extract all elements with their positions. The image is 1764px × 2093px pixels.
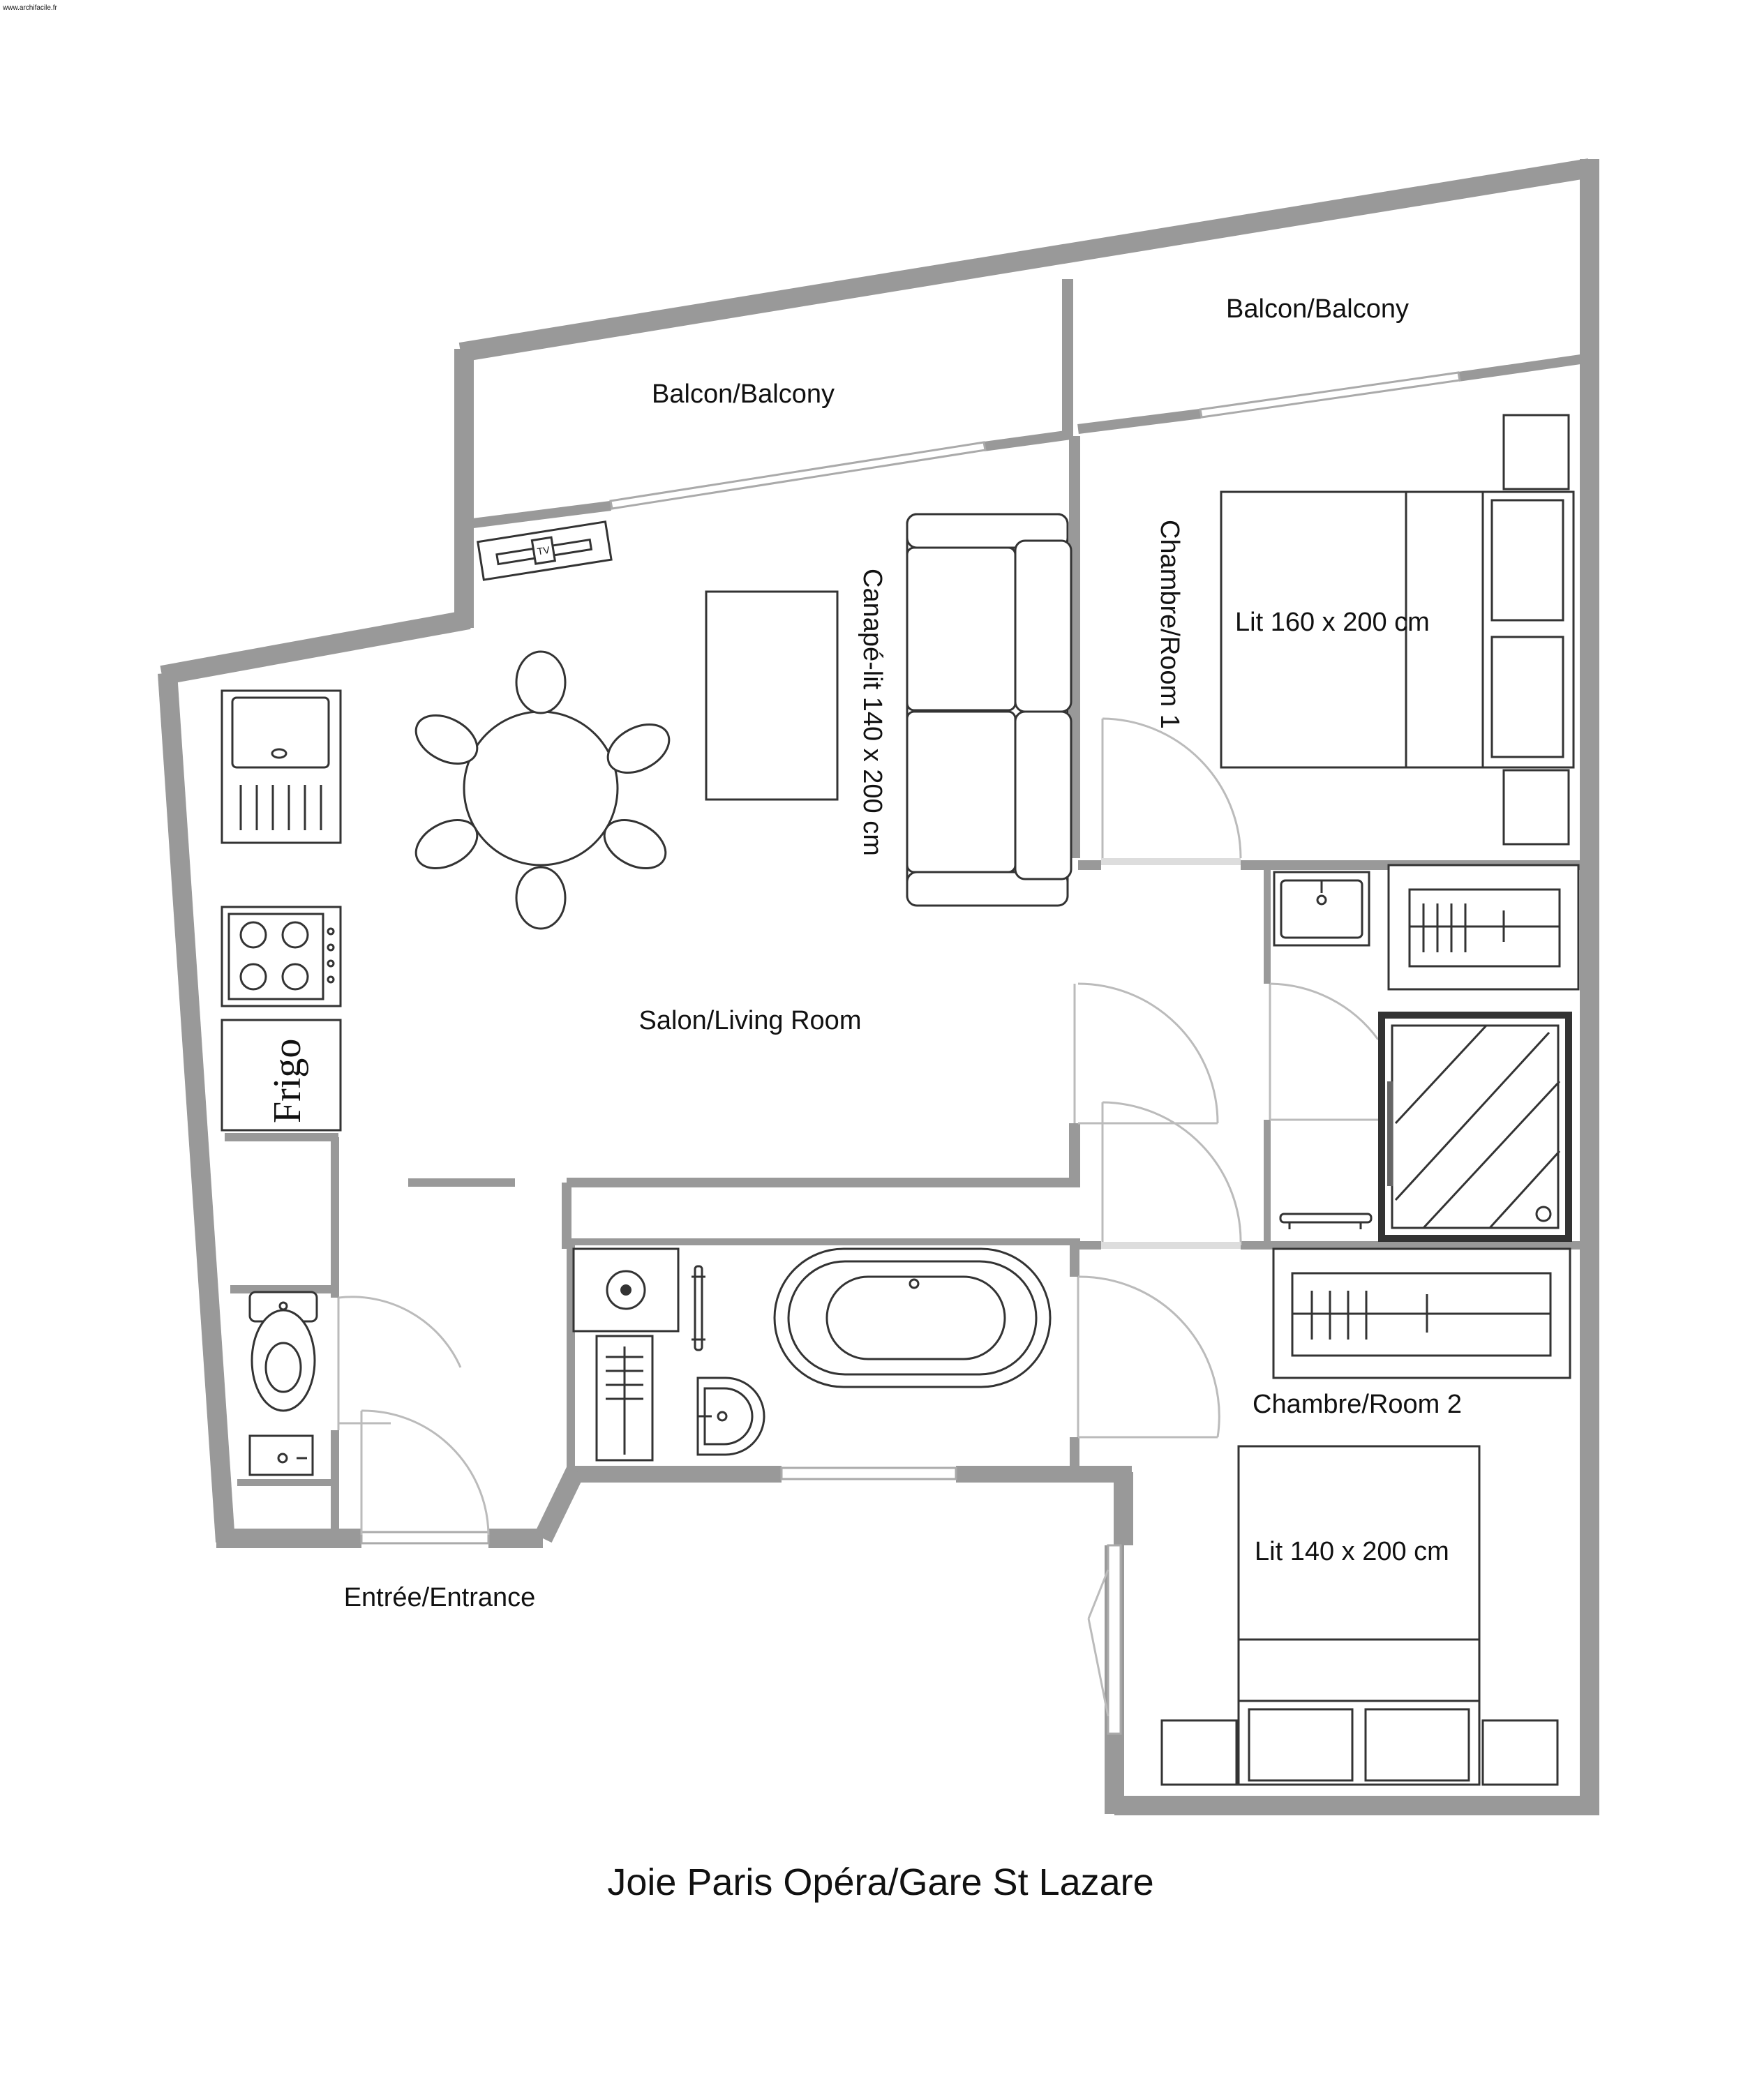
nightstand bbox=[1502, 769, 1570, 846]
entrance-door-frame bbox=[360, 1531, 490, 1545]
bed-1 bbox=[1220, 490, 1575, 769]
chair bbox=[603, 819, 667, 869]
sofa-bed-label: Canapé-lit 140 x 200 cm bbox=[858, 569, 887, 856]
bathtub bbox=[773, 1247, 1052, 1388]
chair bbox=[414, 819, 479, 869]
washing-machine bbox=[572, 1247, 680, 1333]
hand-basin bbox=[248, 1434, 314, 1476]
toilet bbox=[248, 1291, 318, 1412]
bath-shelf bbox=[595, 1335, 654, 1462]
bedroom2-label: Chambre/Room 2 bbox=[1253, 1390, 1462, 1419]
chair bbox=[414, 714, 479, 765]
nightstand bbox=[1160, 1719, 1238, 1786]
sink bbox=[231, 696, 330, 769]
bed1-label: Lit 160 x 200 cm bbox=[1235, 608, 1430, 637]
doors bbox=[337, 717, 1380, 1536]
bath-window bbox=[780, 1466, 957, 1480]
tv-unit: TV bbox=[477, 520, 613, 581]
shower-sink bbox=[1273, 871, 1370, 947]
plan-title: Joie Paris Opéra/Gare St Lazare bbox=[607, 1861, 1153, 1903]
wardrobe-1 bbox=[1387, 864, 1580, 991]
shower-towel-rail bbox=[1279, 1213, 1373, 1229]
living-room-label: Salon/Living Room bbox=[639, 1006, 862, 1035]
shower bbox=[1378, 1012, 1572, 1242]
balcony-right-label: Balcon/Balcony bbox=[1226, 294, 1409, 324]
chair bbox=[515, 866, 567, 930]
sofa-bed bbox=[906, 513, 1072, 907]
watermark: www.archifacile.fr bbox=[2, 4, 57, 12]
bed-2 bbox=[1237, 1445, 1481, 1786]
living-window bbox=[609, 441, 987, 510]
bedroom2-window bbox=[1107, 1544, 1122, 1735]
coffee-table bbox=[705, 590, 839, 801]
balcony-left-label: Balcon/Balcony bbox=[652, 380, 835, 409]
bedroom1-window bbox=[1199, 371, 1461, 419]
wardrobe-2 bbox=[1272, 1247, 1571, 1379]
bed2-label: Lit 140 x 200 cm bbox=[1255, 1537, 1449, 1566]
dining-table bbox=[463, 710, 619, 867]
outer-walls bbox=[158, 158, 1599, 1815]
bedroom1-label: Chambre/Room 1 bbox=[1155, 520, 1184, 729]
chair bbox=[515, 650, 567, 714]
dining-set bbox=[414, 650, 671, 930]
nightstand bbox=[1502, 414, 1570, 490]
kitchen-counter bbox=[221, 689, 342, 844]
tv-label: TV bbox=[537, 544, 551, 557]
fridge: Frigo bbox=[221, 1019, 342, 1132]
nightstand bbox=[1481, 1719, 1559, 1786]
towel-rail bbox=[692, 1265, 705, 1351]
bath-sink bbox=[696, 1376, 765, 1456]
cooktop bbox=[221, 906, 342, 1007]
fridge-label: Frigo bbox=[266, 1039, 309, 1123]
entrance-label: Entrée/Entrance bbox=[344, 1583, 536, 1612]
chair bbox=[606, 723, 671, 774]
windows bbox=[360, 371, 1461, 1735]
